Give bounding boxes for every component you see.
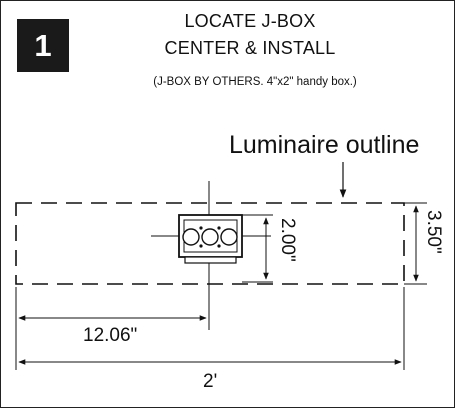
jbox-note: (J-BOX BY OTHERS. 4"x2" handy box.) bbox=[153, 76, 357, 88]
step-number-badge: 1 bbox=[17, 19, 69, 72]
luminaire-outline bbox=[15, 202, 405, 285]
luminaire-outline-label: Luminaire outline bbox=[229, 131, 419, 159]
length-label: 2' bbox=[203, 371, 217, 392]
jbox-icon bbox=[178, 214, 243, 264]
title-line-1: LOCATE J-BOX bbox=[184, 11, 316, 31]
jbox-height-label: 2.00" bbox=[277, 218, 298, 262]
width-label: 3.50" bbox=[423, 210, 444, 254]
center-offset-label: 12.06" bbox=[83, 325, 137, 346]
title-line-2: CENTER & INSTALL bbox=[164, 38, 336, 58]
